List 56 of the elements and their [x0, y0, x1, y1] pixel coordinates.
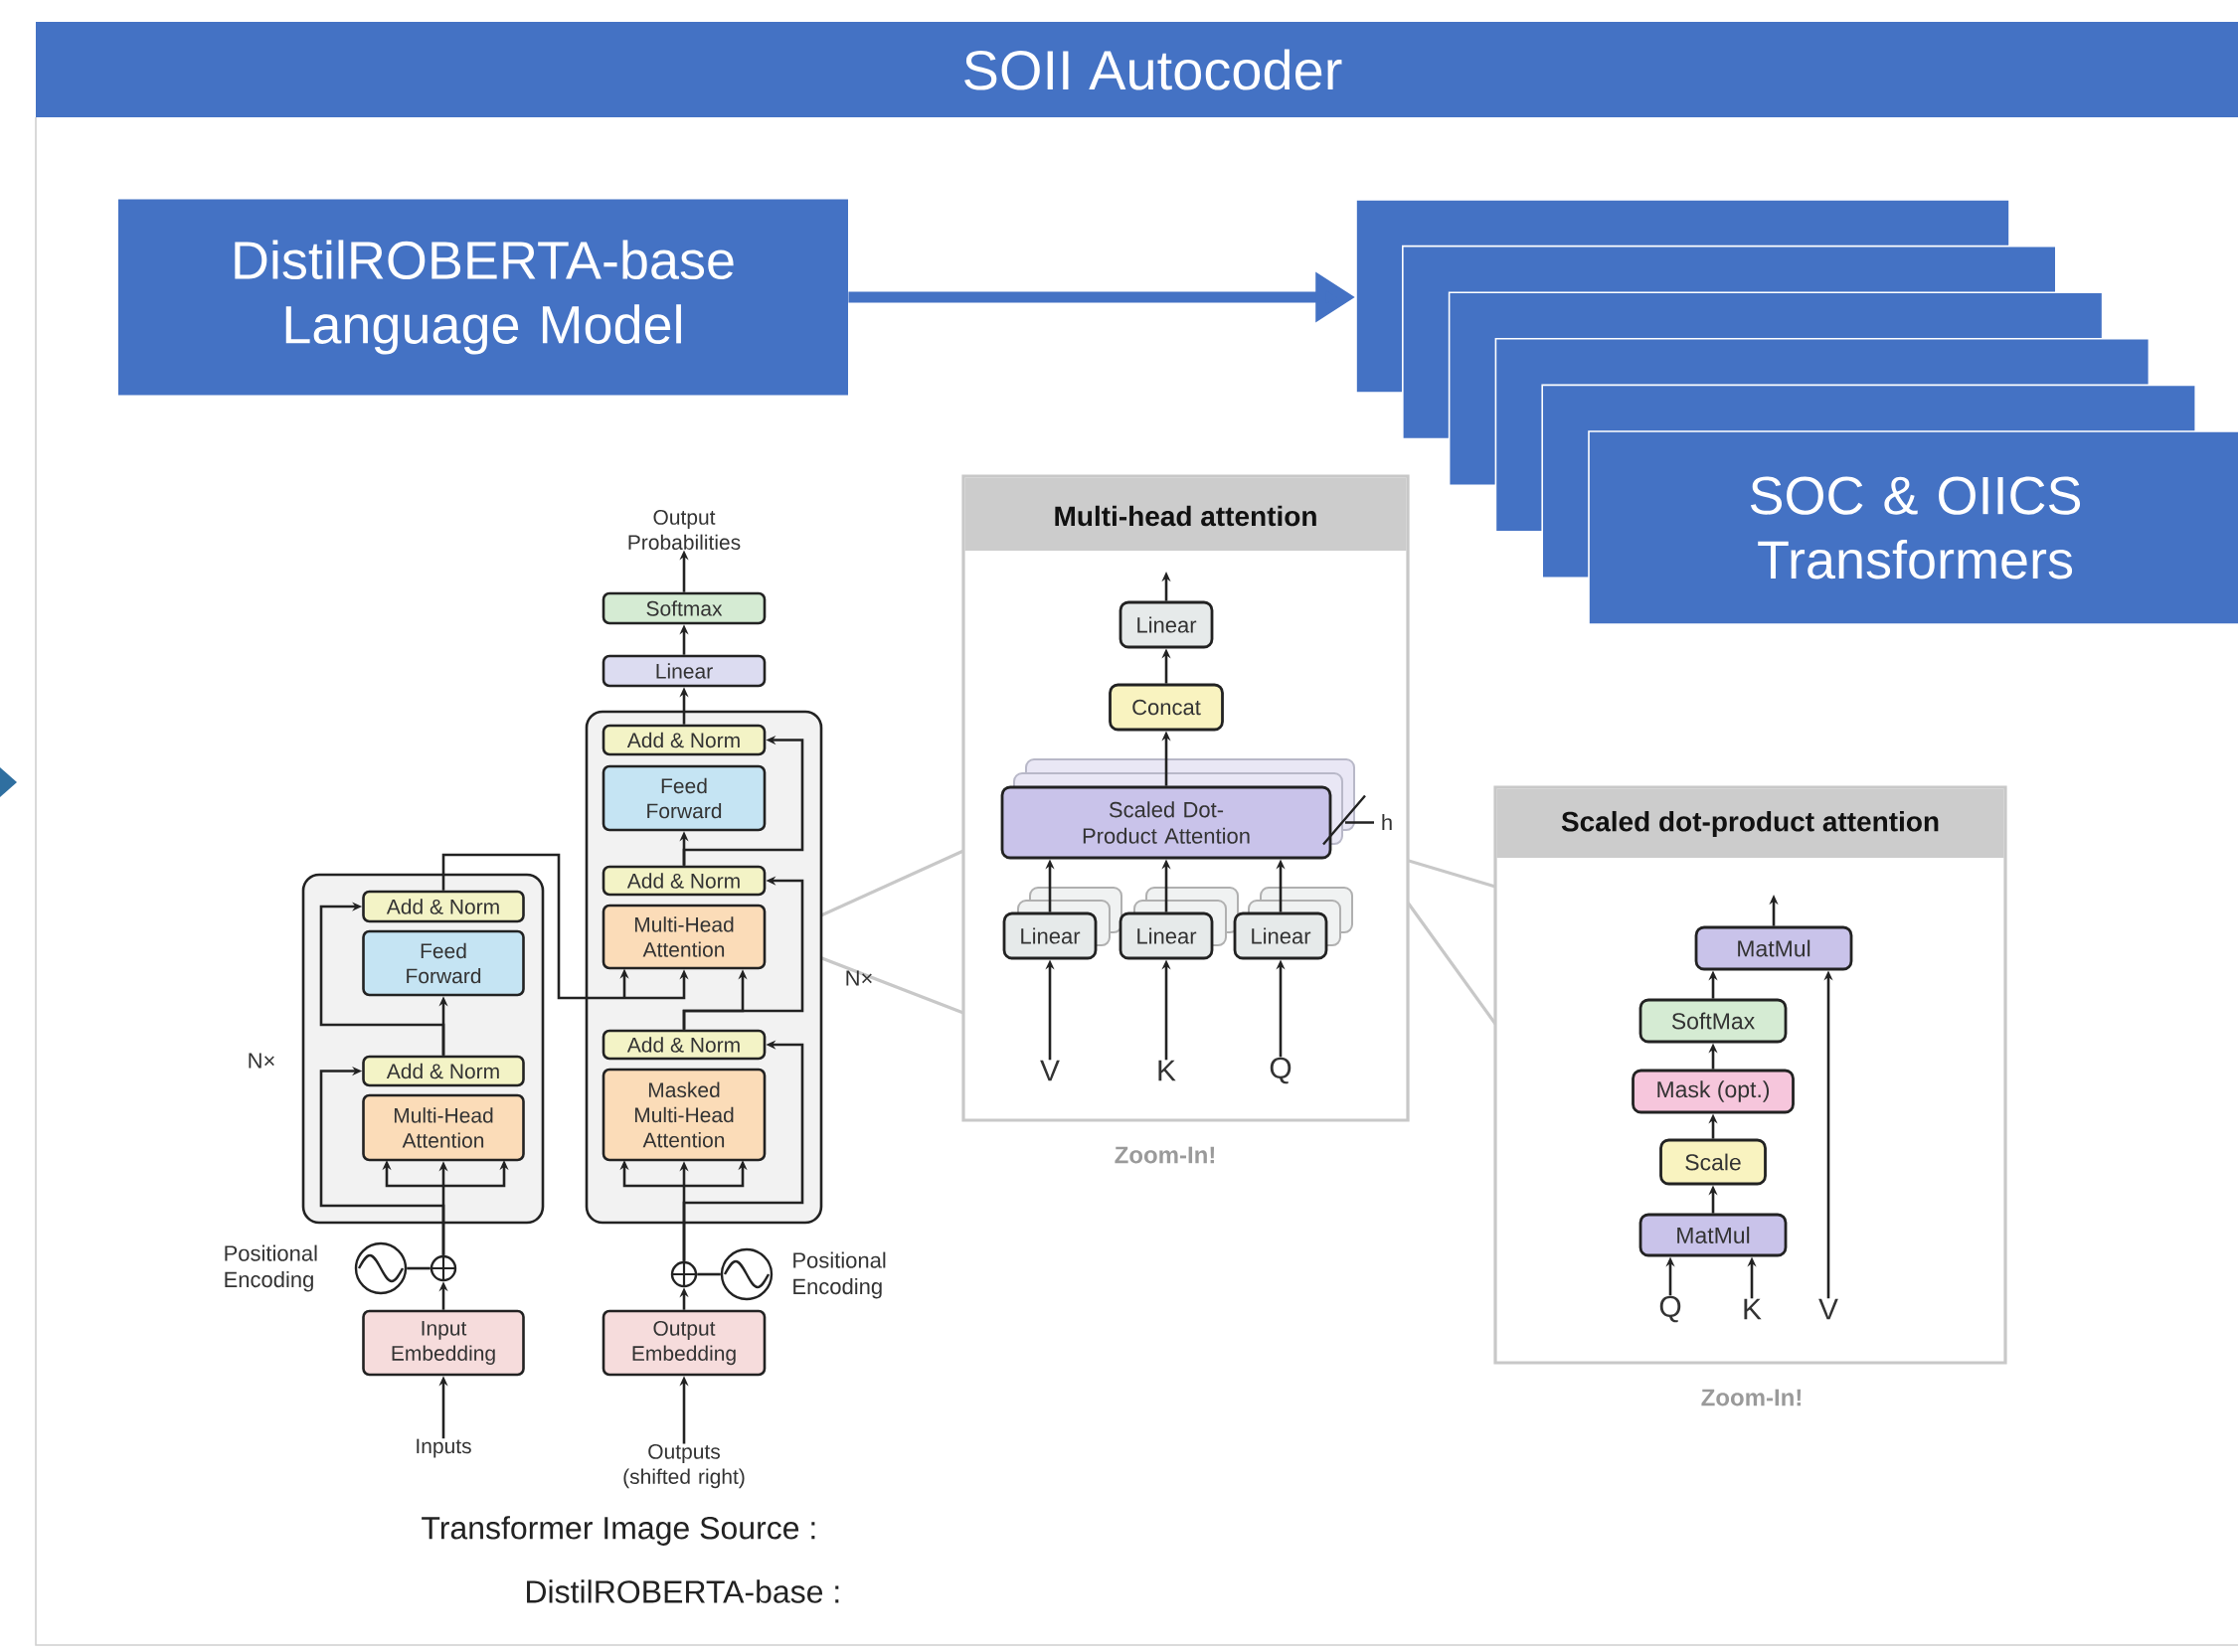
layer-box: MatMul [1638, 1213, 1788, 1257]
arrow [319, 1066, 445, 1255]
layer-box: Feed Forward [362, 929, 525, 997]
input-label: Q [1270, 1057, 1291, 1084]
zoom-label: Zoom-In! [1701, 1389, 1802, 1406]
head-count-label: h [1382, 814, 1392, 830]
repeat-label: N× [249, 1053, 274, 1069]
io-label: Outputs (shifted right) [623, 1443, 745, 1489]
connector-line [697, 1272, 721, 1276]
side-label: Positional Encoding [225, 1244, 317, 1292]
io-label: Inputs [417, 1438, 471, 1458]
layer-box: Output Embedding [602, 1309, 767, 1377]
adder-symbol [670, 1260, 698, 1288]
layer-box: Multi-Head Attention [602, 904, 767, 970]
input-label: K [1158, 1060, 1176, 1081]
layer-box: Linear [1119, 600, 1214, 649]
layer-box: Softmax [602, 591, 767, 625]
side-label: Positional Encoding [793, 1251, 886, 1299]
arrow [319, 902, 445, 1056]
layer-box: Add & Norm [362, 1055, 525, 1087]
connector-line [407, 1266, 430, 1270]
source-note: DistilROBERTA-base : [527, 1579, 839, 1603]
layer-box: Input Embedding [362, 1309, 525, 1377]
layer-box: Linear [1119, 887, 1239, 960]
layer-box: Masked Multi-Head Attention [602, 1068, 767, 1162]
zoom-label: Zoom-In! [1115, 1146, 1215, 1164]
layer-box: Add & Norm [602, 724, 767, 756]
layer-box: Concat [1109, 683, 1224, 732]
layer-box: Add & Norm [362, 890, 525, 923]
layer-box: Feed Forward [602, 764, 767, 832]
layer-box: Scale [1659, 1138, 1767, 1186]
layer-box: Mask (opt.) [1632, 1069, 1795, 1114]
adder-symbol [430, 1254, 457, 1282]
title-banner: SOII Autocoder [36, 22, 2238, 117]
source-note: Transformer Image Source : [422, 1516, 815, 1546]
layer-box: Multi-Head Attention [362, 1093, 525, 1162]
repeat-label: N× [846, 970, 872, 986]
positional-encoding-symbol [354, 1241, 408, 1295]
layer-box: Add & Norm [602, 1029, 767, 1061]
input-label: Q [1659, 1295, 1681, 1323]
io-label: Output Probabilities [628, 510, 741, 551]
layer-box: Scaled Dot-Product Attention [1000, 758, 1376, 860]
model-box: DistilROBERTA-base Language Model [118, 199, 848, 396]
input-label: V [1818, 1298, 1838, 1320]
transformer-card: SOC & OIICS Transformers [1355, 199, 2238, 625]
node-label: SOC & OIICS Transformers [1750, 476, 2081, 579]
layer-box: MatMul [1694, 925, 1853, 971]
layer-box: Add & Norm [602, 865, 767, 897]
layer-box: Linear [1002, 887, 1122, 960]
layer-box: SoftMax [1638, 998, 1788, 1044]
input-label: V [1040, 1060, 1060, 1081]
input-label: K [1744, 1298, 1762, 1320]
layer-box: Linear [602, 654, 767, 688]
node-label: Product Attention [1083, 827, 1250, 844]
positional-encoding-symbol [720, 1247, 774, 1301]
layer-box: Linear [1233, 887, 1353, 960]
